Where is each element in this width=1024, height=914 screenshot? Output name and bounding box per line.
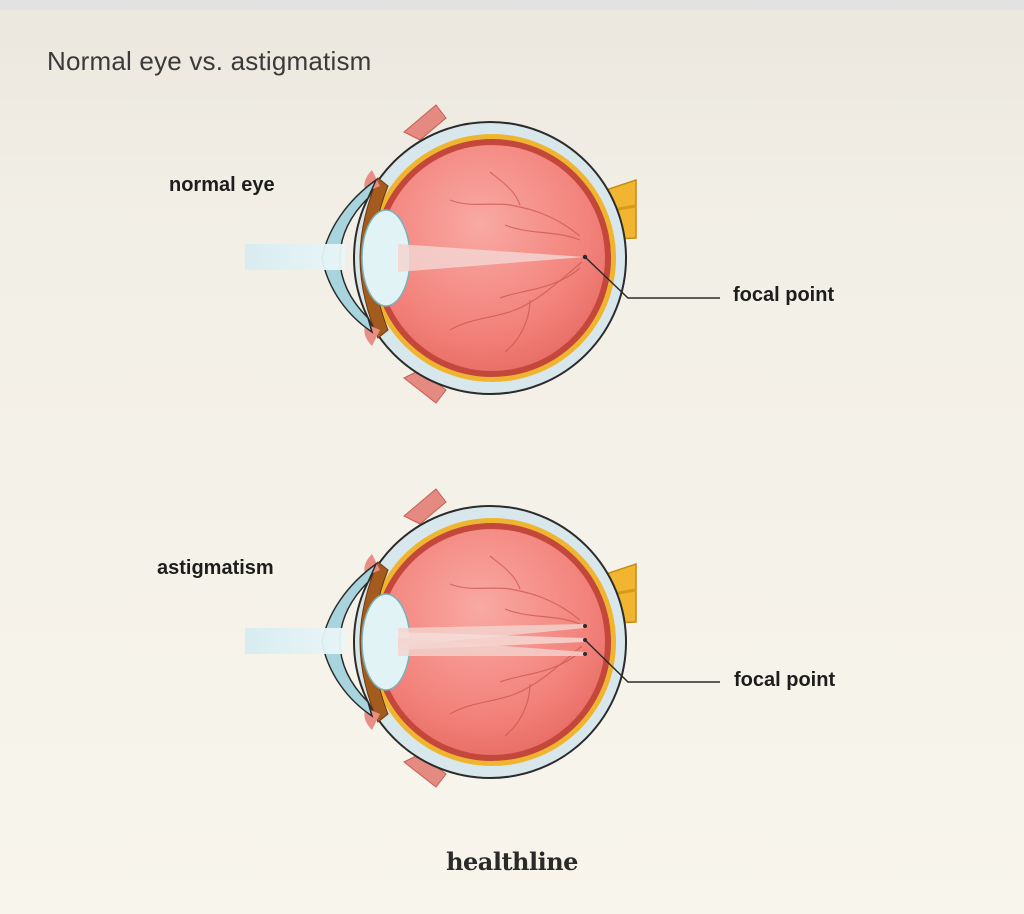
focal-point-leader-line bbox=[584, 256, 720, 299]
diagram-title: Normal eye vs. astigmatism bbox=[47, 46, 372, 76]
healthline-logo: healthline bbox=[446, 847, 578, 876]
focal-point-leader-line bbox=[584, 639, 720, 683]
top-bar bbox=[0, 0, 1024, 10]
focal-point-dot bbox=[583, 652, 587, 656]
normal-eye-label: normal eye bbox=[169, 174, 275, 196]
focused-beam bbox=[398, 244, 585, 272]
normal-eye-illustration bbox=[245, 103, 720, 405]
focal-point-dot bbox=[583, 624, 587, 628]
focal-point-label-astigmatism: focal point bbox=[734, 669, 836, 691]
astigmatism-label: astigmatism bbox=[157, 557, 274, 579]
light-beam bbox=[245, 628, 345, 654]
scattered-beam-lower bbox=[398, 638, 585, 656]
light-beam bbox=[245, 244, 345, 270]
focal-point-label-normal: focal point bbox=[733, 284, 835, 306]
astigmatism-eye-illustration bbox=[245, 487, 720, 789]
